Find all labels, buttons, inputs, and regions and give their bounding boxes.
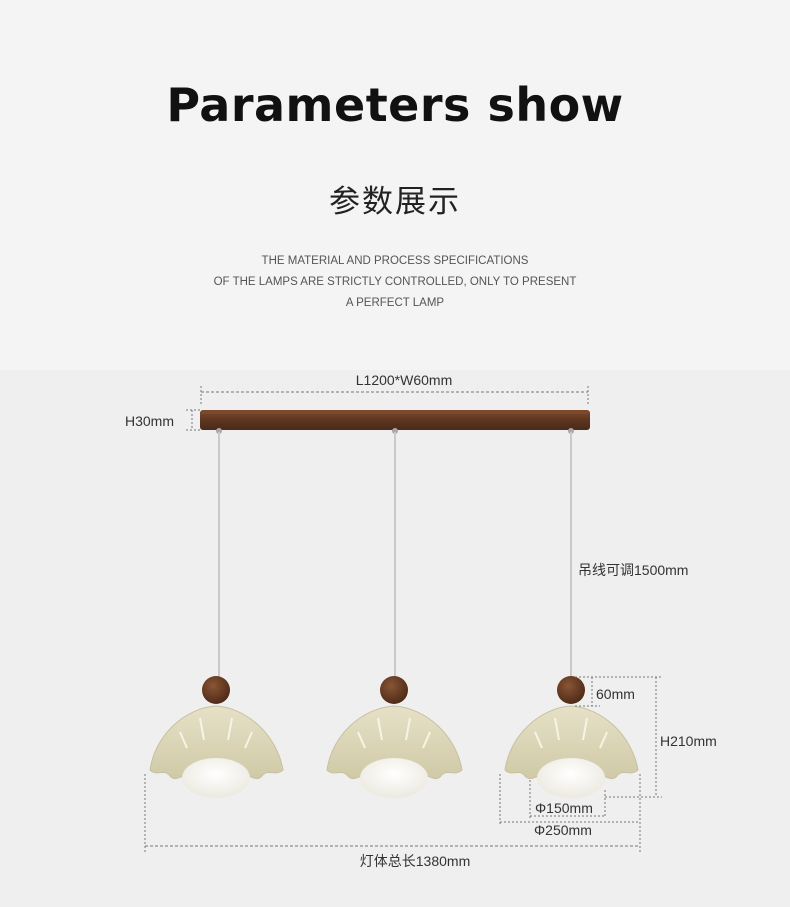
inner-diameter-label: Φ150mm <box>535 800 593 816</box>
pendant-lamp-middle <box>326 676 463 798</box>
cap-height-dimension: 60mm <box>575 676 662 707</box>
outer-diameter-dimension: Φ250mm <box>499 774 641 838</box>
cable-length-label: 吊线可调1500mm <box>578 562 688 578</box>
base-size-label: L1200*W60mm <box>356 372 453 388</box>
page-subtitle: 参数展示 <box>329 184 461 220</box>
page-title: Parameters show <box>166 78 624 132</box>
base-length-dimension: L1200*W60mm <box>200 372 589 406</box>
shade-height-dimension: H210mm <box>605 677 717 798</box>
base-height-label: H30mm <box>125 413 174 429</box>
shade-height-label: H210mm <box>660 733 717 749</box>
description: THE MATERIAL AND PROCESS SPECIFICATIONS … <box>0 251 790 314</box>
pendant-lamp-right <box>504 676 639 798</box>
description-line-3: A PERFECT LAMP <box>345 297 445 309</box>
inner-diameter-dimension: Φ150mm <box>529 780 606 818</box>
description-line-1: THE MATERIAL AND PROCESS SPECIFICATIONS <box>261 255 529 267</box>
outer-diameter-label: Φ250mm <box>534 822 592 838</box>
pendant-lamp-left <box>149 676 284 798</box>
total-length-dimension: 灯体总长1380mm <box>144 774 641 869</box>
total-length-label: 灯体总长1380mm <box>360 853 470 869</box>
header-background <box>0 0 790 370</box>
wooden-base-bar <box>200 410 590 430</box>
base-height-dimension: H30mm <box>125 409 200 431</box>
cap-height-label: 60mm <box>596 686 635 702</box>
description-line-2: OF THE LAMPS ARE STRICTLY CONTROLLED, ON… <box>213 276 577 288</box>
